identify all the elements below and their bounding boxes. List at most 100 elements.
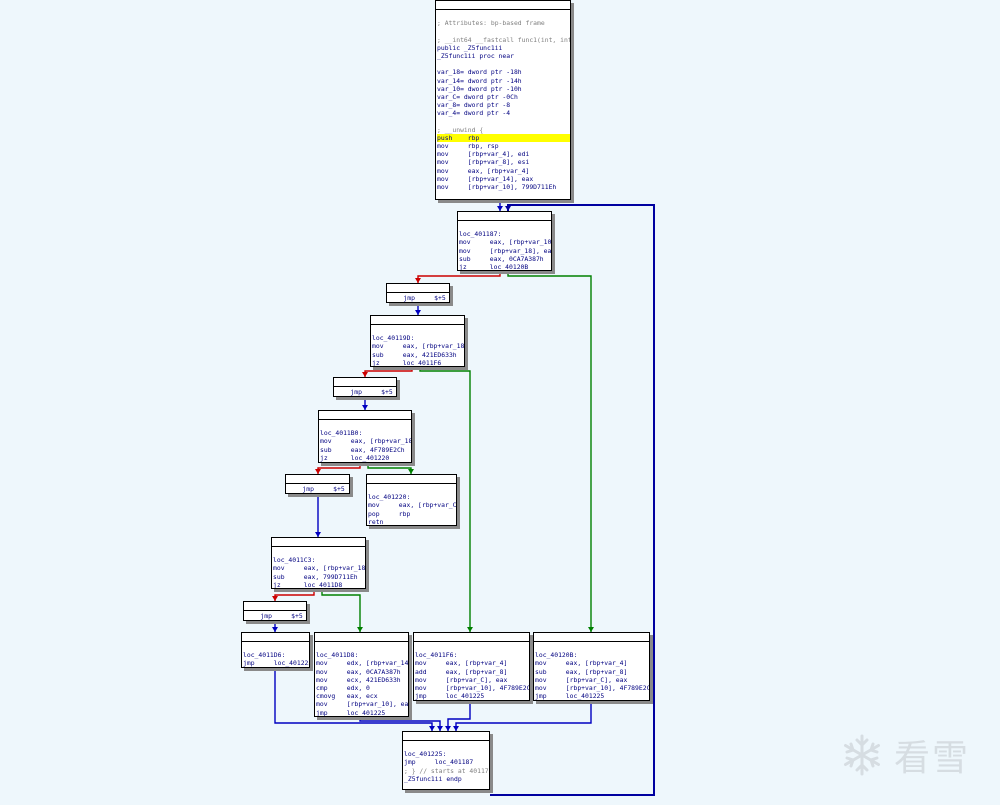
arrowhead [505, 206, 511, 211]
asm-line: loc_401225: [404, 750, 447, 759]
asm-line: loc_4011F6: [415, 651, 458, 660]
edge-loc_4011D8-to-loc_401225 [359, 717, 441, 731]
arrowhead [453, 726, 459, 731]
asm-line: jmp loc_401225 [316, 708, 386, 717]
asm-line: jmp $+5 [287, 485, 345, 493]
edge-loc_40119D-false [364, 367, 413, 377]
edge-loc_4011C3-true [321, 589, 361, 632]
block-loc_401187[interactable]: loc_401187:mov eax, [rbp+var_10]mov [rbp… [457, 211, 552, 271]
asm-line: _Z5func1ii proc near [437, 51, 514, 60]
block-loc_4011C3[interactable]: loc_4011C3:mov eax, [rbp+var_18]sub eax,… [271, 537, 366, 589]
block-jmp-3[interactable]: jmp $+5 [285, 474, 350, 494]
asm-line: push rbp [437, 133, 570, 142]
asm-line [273, 548, 365, 556]
block-jmp-1[interactable]: jmp $+5 [386, 283, 450, 303]
asm-line [437, 11, 570, 19]
asm-line: jmp loc_401225 [243, 659, 310, 668]
asm-line: mov eax, [rbp+var_18] [320, 437, 412, 446]
asm-line: cmp edx, 0 [316, 683, 370, 692]
arrowhead [415, 310, 421, 315]
asm-line: loc_4011D8: [316, 651, 359, 660]
asm-line: mov [rbp+var_18], eax [459, 246, 552, 255]
arrowhead [467, 627, 473, 632]
asm-line: mov ecx, 421ED633h [316, 675, 401, 684]
asm-line [368, 485, 456, 493]
asm-line: mov eax, [rbp+var_4] [437, 166, 530, 175]
asm-line [459, 222, 551, 230]
block-entry[interactable]: ; Attributes: bp-based frame ; __int64 __… [435, 0, 571, 200]
asm-line [535, 643, 649, 651]
arrowhead [497, 206, 503, 211]
arrowhead [315, 532, 321, 537]
asm-line: ; Attributes: bp-based frame [437, 19, 545, 28]
asm-line: mov eax, [rbp+var_18] [273, 564, 366, 573]
asm-line: jz loc_40120B [459, 262, 529, 271]
asm-line: loc_40119D: [372, 334, 415, 343]
asm-line: var_4= dword ptr -4 [437, 109, 511, 118]
arrowhead [357, 627, 363, 632]
asm-line: mov [rbp+var_8], esi [437, 158, 530, 167]
arrowhead [437, 726, 443, 731]
block-loc_4011B0[interactable]: loc_4011B0:mov eax, [rbp+var_18]sub eax,… [318, 410, 412, 463]
asm-line [372, 326, 464, 334]
asm-line: jmp $+5 [335, 388, 393, 396]
asm-line: loc_401187: [459, 230, 502, 239]
block-jmp-4[interactable]: jmp $+5 [243, 601, 307, 621]
watermark: 看雪 [840, 730, 990, 780]
watermark-text: 看雪 [894, 738, 971, 779]
asm-line: mov eax, [rbp+var_18] [372, 342, 465, 351]
block-loc_4011D8[interactable]: loc_4011D8:mov edx, [rbp+var_14]mov eax,… [314, 632, 409, 717]
asm-line: mov eax, [rbp+var_4] [415, 659, 508, 668]
asm-line: jz loc_4011F6 [372, 358, 442, 367]
asm-line: mov [rbp+var_10], 4F789E2Ch [415, 683, 530, 692]
asm-line: _Z5func1ii endp [404, 774, 462, 783]
arrowhead [362, 372, 368, 377]
block-loc_4011D6[interactable]: loc_4011D6:jmp loc_401225 [241, 632, 310, 668]
asm-line: mov [rbp+var_C], eax [415, 675, 508, 684]
asm-line: var_8= dword ptr -8 [437, 101, 511, 110]
edge-loc_4011C3-false [274, 589, 315, 601]
asm-line: ; __int64 __fastcall func1(int, int) [437, 35, 571, 44]
asm-line: sub eax, 421ED633h [372, 350, 457, 359]
asm-line: mov eax, [rbp+var_10] [459, 238, 552, 247]
block-loc_40120B[interactable]: loc_40120B:mov eax, [rbp+var_4]sub eax, … [533, 632, 650, 701]
asm-line: retn [368, 517, 384, 526]
block-jmp-2[interactable]: jmp $+5 [333, 377, 397, 397]
asm-line: loc_4011D6: [243, 651, 286, 660]
asm-line: jmp $+5 [245, 612, 303, 620]
asm-line: sub eax, 4F789E2Ch [320, 445, 405, 454]
asm-line: jmp loc_401225 [415, 692, 485, 701]
block-loc_401225[interactable]: loc_401225:jmp loc_401187; } // starts a… [402, 731, 490, 790]
block-loc_40119D[interactable]: loc_40119D:mov eax, [rbp+var_18]sub eax,… [370, 315, 465, 367]
asm-line [320, 421, 411, 429]
asm-line: jz loc_4011D8 [273, 580, 343, 589]
asm-line: var_18= dword ptr -18h [437, 68, 522, 77]
asm-line: mov rbp, rsp [437, 142, 499, 150]
asm-line: mov [rbp+var_10], 4F789E2Ch [535, 683, 650, 692]
asm-line: loc_4011B0: [320, 429, 363, 438]
edge-loc_4011B0-true [367, 463, 412, 474]
asm-line [404, 742, 489, 750]
asm-line: mov [rbp+var_14], eax [437, 174, 534, 183]
block-loc_4011F6[interactable]: loc_4011F6:mov eax, [rbp+var_4]add eax, … [413, 632, 530, 701]
asm-line: pop rbp [368, 509, 411, 518]
asm-line: loc_4011C3: [273, 556, 316, 565]
asm-line: loc_401220: [368, 493, 411, 502]
arrowhead [408, 469, 414, 474]
asm-line: var_C= dword ptr -0Ch [437, 92, 518, 101]
arrowhead [315, 469, 321, 474]
asm-line: ; __unwind { [437, 125, 484, 134]
asm-line: add eax, [rbp+var_8] [415, 667, 508, 676]
arrowhead [429, 726, 435, 731]
arrowhead [588, 627, 594, 632]
asm-line: var_10= dword ptr -10h [437, 84, 522, 93]
edge-loc_40120B-to-loc_401225 [455, 701, 592, 731]
asm-line: jmp loc_401225 [535, 692, 605, 701]
asm-line [316, 643, 408, 651]
edge-loc_40119D-true [419, 367, 471, 632]
asm-line [437, 60, 570, 68]
asm-line: loc_40120B: [535, 651, 578, 660]
asm-line: mov [rbp+var_C], eax [535, 675, 628, 684]
